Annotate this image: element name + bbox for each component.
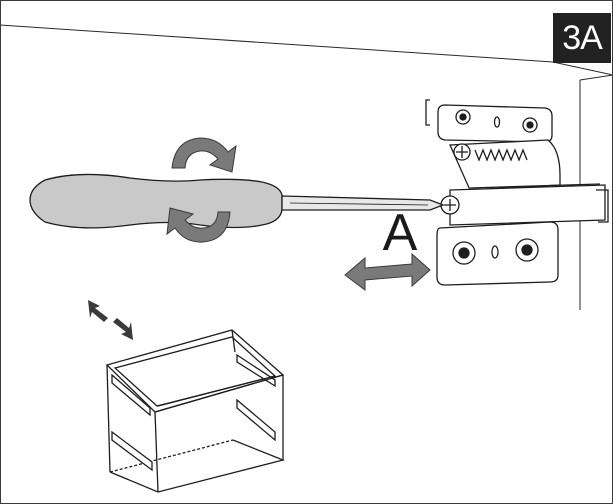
diagonal-arrows-icon xyxy=(88,300,133,340)
drawer-icon xyxy=(105,329,286,493)
hinge-icon xyxy=(425,99,609,286)
double-arrow-icon xyxy=(344,252,431,291)
rotate-arrows-icon xyxy=(166,137,237,243)
step-badge: 3A xyxy=(553,13,611,63)
callout-label-a: A xyxy=(382,204,418,262)
